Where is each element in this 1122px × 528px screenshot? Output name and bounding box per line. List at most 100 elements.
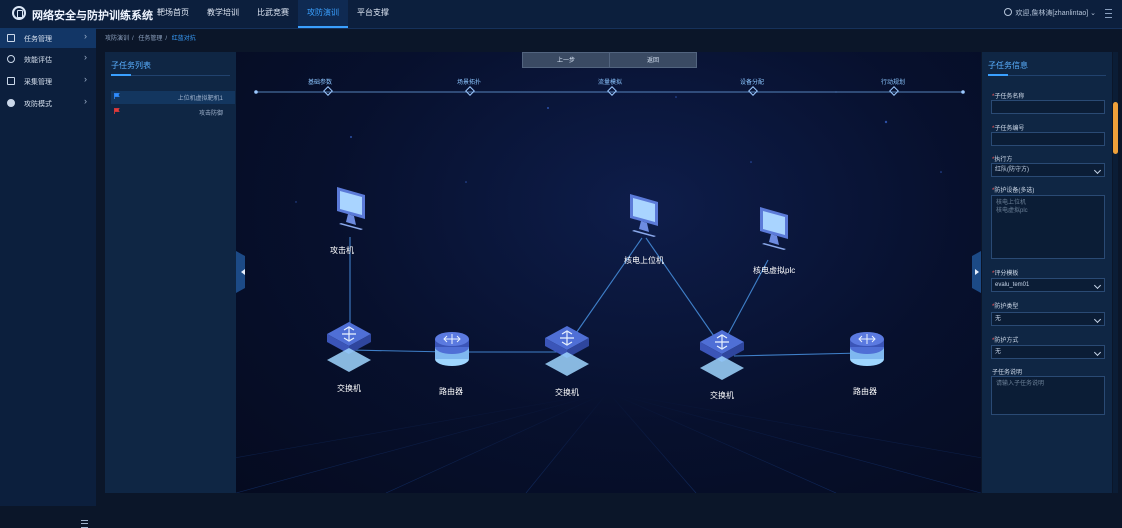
step-marker xyxy=(607,86,617,96)
computer-icon[interactable] xyxy=(331,185,371,231)
step-start-dot xyxy=(254,90,258,94)
sidebar-item-collection[interactable]: 采集管理 › xyxy=(0,71,96,91)
link xyxy=(723,259,769,343)
sidebar-item-task-management[interactable]: 任务管理 › xyxy=(0,28,96,48)
link xyxy=(349,349,451,353)
field-label: *执行方 xyxy=(992,157,1013,163)
breadcrumb-current: 红蓝对抗 xyxy=(171,36,196,42)
template-select[interactable]: evalu_tem01 xyxy=(991,278,1105,292)
nav-item-platform[interactable]: 平台支撑 xyxy=(357,8,389,17)
node-label: 交换机 xyxy=(337,384,361,393)
field-label: *防护类型 xyxy=(992,304,1019,310)
protect-type-select[interactable]: 无 xyxy=(991,312,1105,326)
panel-title: 子任务信息 xyxy=(988,61,1028,70)
collapse-right-panel-button[interactable] xyxy=(972,251,981,293)
protect-method-select[interactable]: 无 xyxy=(991,345,1105,359)
chevron-right-icon: › xyxy=(84,96,87,106)
nav-item-attack-defense[interactable]: 攻防演训 xyxy=(298,0,348,28)
subtask-list-panel: 子任务列表 上位机虚拟靶机1 攻击防御 xyxy=(105,52,236,493)
computer-icon[interactable] xyxy=(624,192,664,240)
node-label: 攻击机 xyxy=(330,246,354,255)
select-value: evalu_tem01 xyxy=(995,282,1030,288)
top-bar: 网络安全与防护训练系统 靶场首页 教学培训 比武竞赛 攻防演训 平台支撑 欢迎,… xyxy=(0,0,1122,29)
select-value: 红队(防守方) xyxy=(995,167,1029,173)
select-value: 无 xyxy=(995,349,1002,355)
step-end-dot xyxy=(961,90,965,94)
chevron-down-icon xyxy=(1093,315,1102,324)
list-item-label: 上位机虚拟靶机1 xyxy=(177,96,223,102)
step-progress xyxy=(254,86,965,96)
task-icon xyxy=(7,34,15,42)
router-icon[interactable] xyxy=(847,329,887,373)
background-grid xyxy=(236,91,981,493)
step-marker xyxy=(748,86,758,96)
shield-logo-icon xyxy=(12,6,26,20)
switch-icon[interactable] xyxy=(697,328,747,382)
scrollbar-thumb[interactable] xyxy=(1113,102,1118,154)
step-label[interactable]: 场景拓扑 xyxy=(457,80,482,86)
chevron-down-icon xyxy=(1093,281,1102,290)
breadcrumb-item[interactable]: 任务管理 xyxy=(138,36,163,42)
subtask-info-panel: 子任务信息 *子任务名称 *子任务编号 *执行方 红队(防守方) *防护设备(多… xyxy=(982,52,1112,493)
link xyxy=(733,352,863,357)
list-item[interactable]: 上位机虚拟靶机1 xyxy=(111,91,235,104)
breadcrumb-item[interactable]: 攻防演训 xyxy=(105,36,130,42)
user-icon xyxy=(1004,8,1013,16)
topology-canvas[interactable]: 上一步 返回 基础参数 场景拓扑 流量模拟 设备分配 行动规划 攻击机 xyxy=(236,52,981,493)
sidebar-item-attack-mode[interactable]: 攻防模式 › xyxy=(0,93,96,113)
main-nav: 靶场首页 教学培训 比武竞赛 攻防演训 平台支撑 xyxy=(148,0,398,28)
sidebar-item-label: 采集管理 xyxy=(24,79,52,86)
field-label: 子任务说明 xyxy=(992,370,1023,376)
node-label: 交换机 xyxy=(555,388,579,397)
step-marker xyxy=(323,86,333,96)
step-label[interactable]: 基础参数 xyxy=(308,80,333,86)
scrollbar-track[interactable] xyxy=(1113,52,1118,493)
step-label[interactable]: 设备分配 xyxy=(740,80,765,86)
sidebar-item-label: 攻防模式 xyxy=(24,101,52,108)
sidebar-item-label: 效能评估 xyxy=(24,57,52,64)
field-label: *防护设备(多选) xyxy=(992,188,1035,194)
nav-item-competition[interactable]: 比武竞赛 xyxy=(257,8,289,17)
switch-icon[interactable] xyxy=(324,320,374,374)
nav-item-range-home[interactable]: 靶场首页 xyxy=(157,8,189,17)
chevron-right-icon: › xyxy=(84,31,87,41)
field-label: *子任务名称 xyxy=(992,94,1025,100)
field-label: *子任务编号 xyxy=(992,126,1025,132)
description-textarea[interactable]: 请输入子任务说明 xyxy=(991,376,1105,415)
step-label[interactable]: 流量模拟 xyxy=(598,80,623,86)
prev-step-button[interactable]: 上一步 xyxy=(522,52,610,68)
panel-title: 子任务列表 xyxy=(111,61,151,70)
collapse-left-panel-button[interactable] xyxy=(236,251,245,293)
router-icon[interactable] xyxy=(432,329,472,373)
collect-icon xyxy=(7,77,15,85)
user-menu[interactable]: 欢迎,詹林涛[zhanlintao] ⌄ xyxy=(1004,8,1096,18)
list-item[interactable]: 攻击防御 xyxy=(111,106,235,119)
step-label[interactable]: 行动规划 xyxy=(881,80,906,86)
nav-item-training[interactable]: 教学培训 xyxy=(207,8,239,17)
divider xyxy=(111,74,230,76)
chevron-down-icon xyxy=(1093,348,1102,357)
executor-select[interactable]: 红队(防守方) xyxy=(991,163,1105,177)
field-label: *防护方式 xyxy=(992,338,1019,344)
flag-icon xyxy=(114,108,120,114)
list-item-label: 攻击防御 xyxy=(198,111,223,117)
node-label: 交换机 xyxy=(710,391,734,400)
subtask-name-input[interactable] xyxy=(991,100,1105,114)
step-marker xyxy=(465,86,475,96)
app-title: 网络安全与防护训练系统 xyxy=(32,10,153,22)
subtask-number-input[interactable] xyxy=(991,132,1105,146)
computer-icon[interactable] xyxy=(754,205,794,253)
back-button[interactable]: 返回 xyxy=(609,52,697,68)
devices-multiselect[interactable]: 核电上位机 核电虚拟plc xyxy=(991,195,1105,259)
menu-icon[interactable] xyxy=(1105,9,1112,18)
switch-icon[interactable] xyxy=(542,324,592,378)
link xyxy=(645,237,719,343)
sidebar-item-evaluation[interactable]: 效能评估 › xyxy=(0,49,96,69)
chevron-down-icon: ⌄ xyxy=(1090,10,1096,17)
chevron-right-icon: › xyxy=(84,52,87,62)
field-label: *评分模板 xyxy=(992,271,1019,277)
evaluate-icon xyxy=(7,55,15,63)
node-label: 核电上位机 xyxy=(624,256,664,265)
step-marker xyxy=(889,86,899,96)
collapse-sidebar-icon[interactable] xyxy=(81,520,88,528)
